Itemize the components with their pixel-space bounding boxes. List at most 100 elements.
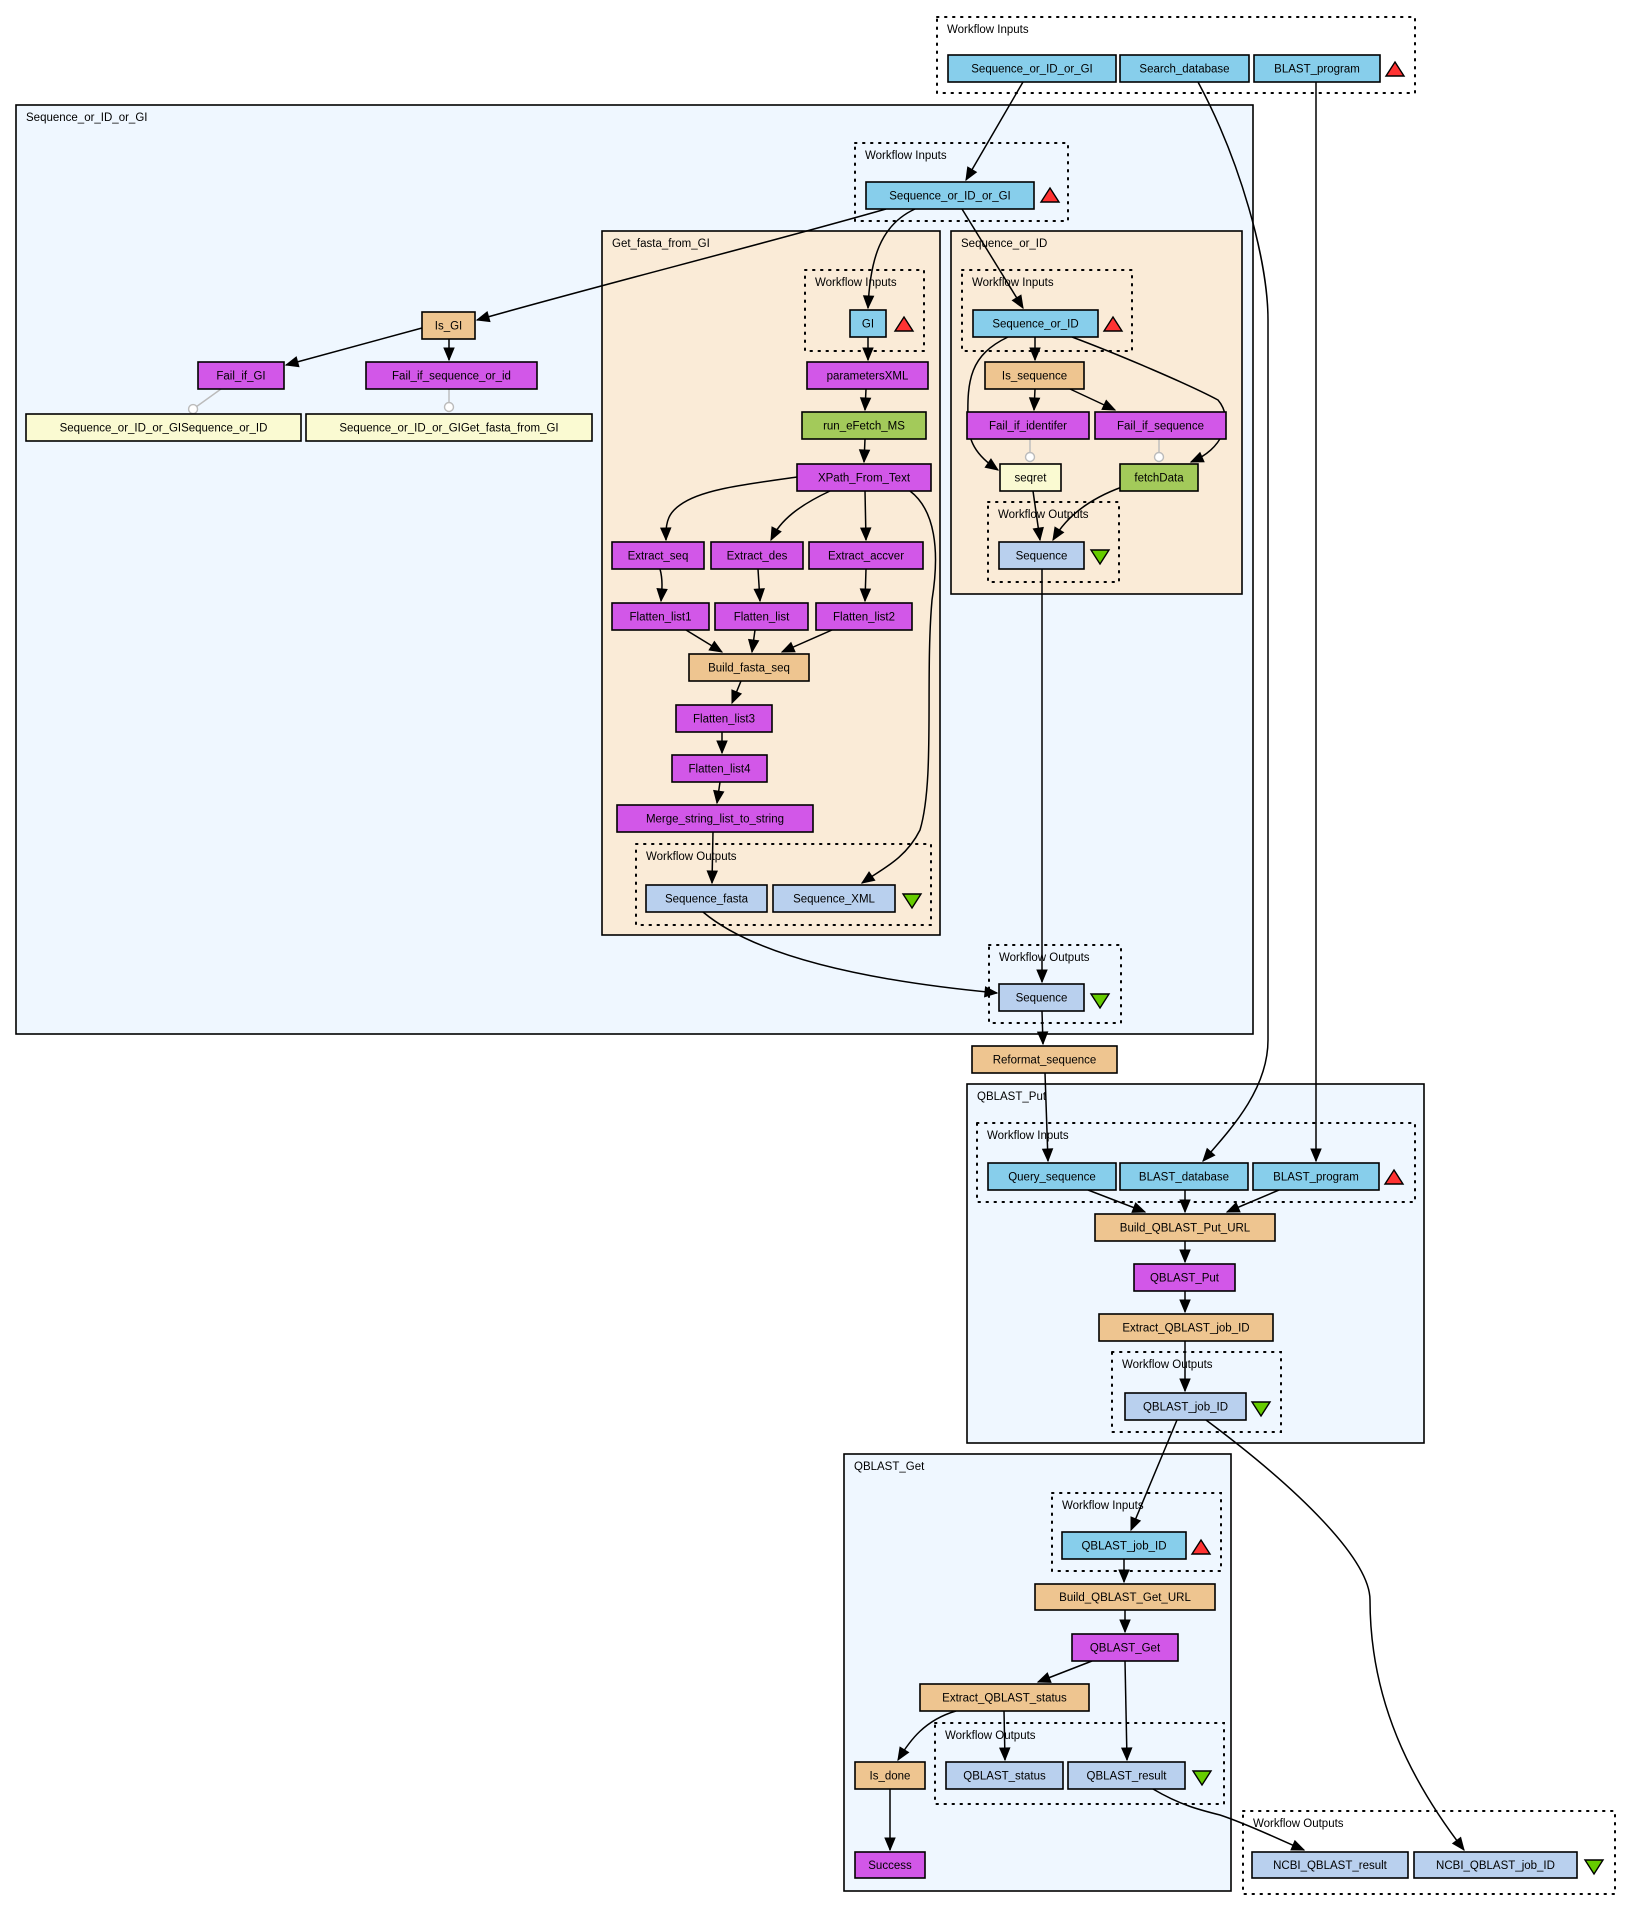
node-is-done[interactable]: Is_done xyxy=(854,1761,926,1790)
node-ncbi-qblast-result[interactable]: NCBI_QBLAST_result xyxy=(1251,1851,1409,1879)
node-qblast-result-out[interactable]: QBLAST_result xyxy=(1067,1761,1186,1790)
node-flatten-list[interactable]: Flatten_list xyxy=(714,602,809,631)
node-qp-blast-program[interactable]: BLAST_program xyxy=(1252,1162,1380,1191)
node-flatten-list2[interactable]: Flatten_list2 xyxy=(815,602,913,631)
node-sequence-xml[interactable]: Sequence_XML xyxy=(772,884,896,913)
output-port-triangle-icon-qblast-put-outputs xyxy=(1250,1401,1272,1418)
node-flatten-list4[interactable]: Flatten_list4 xyxy=(671,754,768,783)
cluster-label: Workflow Outputs xyxy=(1122,1359,1213,1371)
node-box xyxy=(421,311,476,340)
edge-reformat-sequence-to-qp-query-sequence xyxy=(1041,1072,1054,1163)
node-label: parametersXML xyxy=(827,371,909,383)
node-qblast-get[interactable]: QBLAST_Get xyxy=(1071,1633,1179,1662)
node-box xyxy=(947,54,1117,83)
node-fail-if-identifer[interactable]: Fail_if_identifer xyxy=(966,411,1090,440)
node-fail-if-sequence[interactable]: Fail_if_sequence xyxy=(1094,411,1227,440)
node-run-efetch-ms[interactable]: run_eFetch_MS xyxy=(801,411,927,440)
arrowhead xyxy=(862,347,874,362)
cluster-label: Workflow Inputs xyxy=(1062,1500,1144,1512)
arrowhead xyxy=(1041,1148,1054,1163)
data-link xyxy=(1130,1419,1178,1531)
node-label: QBLAST_result xyxy=(1087,1771,1168,1783)
node-si-sequence-out[interactable]: Sequence xyxy=(998,541,1085,570)
node-extract-accver[interactable]: Extract_accver xyxy=(808,541,924,570)
node-qp-query-sequence[interactable]: Query_sequence xyxy=(987,1162,1117,1191)
node-box xyxy=(611,602,710,631)
node-merge-get-fasta[interactable]: Sequence_or_ID_or_GIGet_fasta_from_GI xyxy=(305,413,593,442)
node-extract-des[interactable]: Extract_des xyxy=(710,541,804,570)
arrowhead xyxy=(1011,294,1024,310)
node-xpath-from-text[interactable]: XPath_From_Text xyxy=(796,463,932,492)
node-merge-seq-or-id[interactable]: Sequence_or_ID_or_GISequence_or_ID xyxy=(25,413,302,442)
arrowhead xyxy=(731,689,743,705)
cluster-seq-or-id-or-gi-outputs: Workflow Outputs xyxy=(988,944,1122,1024)
control-link-circle xyxy=(443,401,455,413)
node-merge-string-list[interactable]: Merge_string_list_to_string xyxy=(616,804,814,833)
node-qblast-put[interactable]: QBLAST_Put xyxy=(1133,1263,1236,1292)
node-top-blast-program[interactable]: BLAST_program xyxy=(1253,54,1381,83)
node-label: Merge_string_list_to_string xyxy=(646,814,784,826)
node-qp-blast-database[interactable]: BLAST_database xyxy=(1119,1162,1249,1191)
node-top-seq-or-id-or-gi[interactable]: Sequence_or_ID_or_GI xyxy=(947,54,1117,83)
node-sequence-fasta[interactable]: Sequence_fasta xyxy=(645,884,768,913)
edge-xpath-from-text-to-extract-accver xyxy=(859,490,872,542)
node-success[interactable]: Success xyxy=(854,1851,926,1879)
edge-parameters-xml-to-run-efetch-ms xyxy=(859,388,872,412)
node-fail-if-gi[interactable]: Fail_if_GI xyxy=(197,361,285,390)
node-extract-qblast-job-id[interactable]: Extract_QBLAST_job_ID xyxy=(1098,1313,1274,1342)
node-label: Search_database xyxy=(1139,64,1229,76)
node-qblast-status-out[interactable]: QBLAST_status xyxy=(945,1761,1064,1790)
data-link xyxy=(285,327,423,366)
node-box xyxy=(1094,1213,1276,1242)
node-gf-gi[interactable]: GI xyxy=(849,309,887,338)
node-label: Flatten_list3 xyxy=(693,714,755,726)
node-extract-qblast-status[interactable]: Extract_QBLAST_status xyxy=(919,1683,1090,1712)
node-extract-seq[interactable]: Extract_seq xyxy=(611,541,705,570)
node-label: Query_sequence xyxy=(1008,1172,1096,1184)
node-flatten-list1[interactable]: Flatten_list1 xyxy=(611,602,710,631)
node-fail-if-seq-or-id[interactable]: Fail_if_sequence_or_id xyxy=(365,361,538,390)
arrowhead xyxy=(884,1837,896,1852)
cluster-dotted-box xyxy=(976,1122,1416,1203)
node-parameters-xml[interactable]: parametersXML xyxy=(806,361,929,390)
node-label: QBLAST_job_ID xyxy=(1081,1541,1166,1553)
node-sg-input[interactable]: Sequence_or_ID_or_GI xyxy=(865,181,1035,210)
arrowhead xyxy=(284,356,300,368)
node-sg-sequence-out[interactable]: Sequence xyxy=(998,983,1085,1012)
node-is-sequence[interactable]: Is_sequence xyxy=(984,361,1085,390)
edge-is-gi-to-fail-if-seq-or-id xyxy=(443,339,455,362)
node-label: Sequence_or_ID_or_GIGet_fasta_from_GI xyxy=(339,423,558,435)
control-link-circle xyxy=(1024,451,1036,463)
data-link xyxy=(1152,1788,1305,1851)
arrowhead xyxy=(780,641,796,653)
node-box xyxy=(1094,411,1227,440)
node-ncbi-qblast-job-id[interactable]: NCBI_QBLAST_job_ID xyxy=(1413,1851,1578,1879)
node-is-gi[interactable]: Is_GI xyxy=(421,311,476,340)
node-label: Extract_seq xyxy=(628,551,689,563)
node-flatten-list3[interactable]: Flatten_list3 xyxy=(675,704,773,733)
cluster-dotted-box xyxy=(635,843,932,926)
edge-qblast-get-to-extract-qblast-status xyxy=(1036,1660,1093,1683)
cluster-seq-or-id-or-gi-inputs: Workflow Inputs xyxy=(854,142,1069,222)
node-box xyxy=(1252,1162,1380,1191)
node-build-fasta-seq[interactable]: Build_fasta_seq xyxy=(688,653,810,682)
node-si-input[interactable]: Sequence_or_ID xyxy=(972,309,1099,338)
cluster-label: Workflow Outputs xyxy=(646,851,737,863)
cluster-label: Workflow Inputs xyxy=(972,277,1054,289)
node-qg-job-id-in[interactable]: QBLAST_job_ID xyxy=(1061,1531,1187,1560)
node-build-qblast-get-url[interactable]: Build_QBLAST_Get_URL xyxy=(1034,1583,1216,1611)
node-box xyxy=(1133,1263,1236,1292)
cluster-dotted-box xyxy=(934,1722,1225,1805)
node-fetch-data[interactable]: fetchData xyxy=(1119,463,1199,492)
arrowhead xyxy=(1310,1148,1322,1163)
node-top-search-database[interactable]: Search_database xyxy=(1119,54,1250,83)
arrowhead xyxy=(1101,399,1117,411)
arrowhead xyxy=(716,740,728,755)
node-build-qblast-put-url[interactable]: Build_QBLAST_Put_URL xyxy=(1094,1213,1276,1242)
node-qp-job-id-out[interactable]: QBLAST_job_ID xyxy=(1124,1392,1247,1421)
node-reformat-sequence[interactable]: Reformat_sequence xyxy=(971,1045,1118,1074)
node-box xyxy=(998,541,1085,570)
cluster-dotted-box xyxy=(987,501,1120,583)
node-seqret[interactable]: seqret xyxy=(999,463,1062,492)
data-link xyxy=(1071,336,1227,463)
